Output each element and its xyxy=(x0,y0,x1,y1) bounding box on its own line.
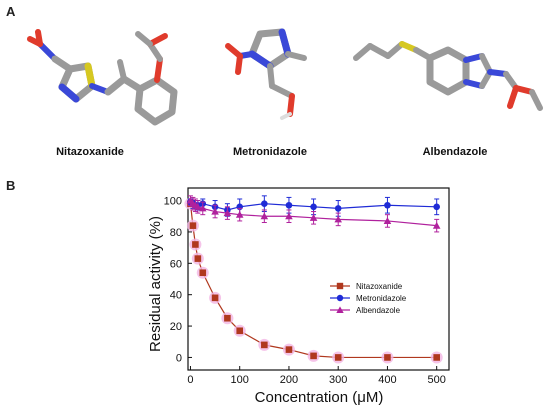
data-point-albendazole xyxy=(235,210,244,218)
data-point-nitazoxanide xyxy=(224,314,231,322)
data-point-albendazole xyxy=(309,214,318,221)
data-point-nitazoxanide xyxy=(194,255,202,262)
data-point-nitazoxanide xyxy=(384,354,391,361)
data-point-metronidazole xyxy=(433,203,440,211)
panel-b-label: B xyxy=(6,178,16,193)
data-point-nitazoxanide xyxy=(310,352,317,360)
data-point-albendazole xyxy=(285,212,293,220)
data-point-albendazole xyxy=(194,203,202,210)
plot-border xyxy=(187,187,450,371)
x-tick-label: 100 xyxy=(231,374,249,386)
data-point-albendazole xyxy=(198,204,207,212)
y-axis-ticks: 0 20 40 60 80 100 xyxy=(164,196,192,364)
metronidazole-structure xyxy=(225,28,307,120)
y-tick-label: 80 xyxy=(170,227,182,239)
data-point-nitazoxanide xyxy=(236,327,244,335)
x-tick-label: 0 xyxy=(187,374,193,386)
data-point-metronidazole xyxy=(285,201,293,209)
data-point-albendazole xyxy=(432,221,441,229)
x-tick-label: 300 xyxy=(329,374,347,386)
data-point-albendazole xyxy=(260,212,269,220)
y-tick-label: 40 xyxy=(170,290,182,302)
data-point-metronidazole xyxy=(334,205,342,212)
y-tick-label: 0 xyxy=(176,352,182,364)
y-axis-title: Residual activity (%) xyxy=(147,216,164,352)
series-layer xyxy=(184,195,443,364)
data-point-metronidazole xyxy=(384,201,391,209)
data-point-nitazoxanide xyxy=(211,294,219,302)
data-point-albendazole xyxy=(336,306,344,313)
molecule-name-nitazoxanide: Nitazoxanide xyxy=(56,146,124,158)
y-tick-label: 100 xyxy=(164,196,182,208)
legend-label-metronidazole: Metronidazole xyxy=(356,294,407,303)
legend-label-nitazoxanide: Nitazoxanide xyxy=(356,282,403,291)
molecule-name-albendazole: Albendazole xyxy=(422,146,488,158)
data-point-metronidazole xyxy=(310,203,317,211)
y-tick-label: 20 xyxy=(170,321,182,333)
x-axis-title: Concentration (μM) xyxy=(255,389,384,406)
data-point-nitazoxanide xyxy=(261,341,268,349)
series-line-nitazoxanide xyxy=(189,203,437,359)
data-point-albendazole xyxy=(211,207,219,215)
plot-frame xyxy=(187,187,450,371)
x-tick-label: 500 xyxy=(428,374,446,386)
data-point-nitazoxanide xyxy=(199,269,207,277)
residual-activity-chart: 0 100 200 300 400 500 0 20 40 60 80 100 Concentrat… xyxy=(147,187,450,406)
data-point-nitazoxanide xyxy=(433,354,440,361)
x-axis-ticks: 0 100 200 300 400 500 xyxy=(187,366,446,386)
data-point-nitazoxanide xyxy=(189,222,197,229)
data-point-nitazoxanide xyxy=(334,354,342,361)
albendazole-structure xyxy=(353,41,543,111)
data-point-nitazoxanide xyxy=(192,241,199,248)
molecule-name-metronidazole: Metronidazole xyxy=(233,146,307,158)
series-albendazole xyxy=(186,195,441,233)
panel-a-label: A xyxy=(6,4,16,19)
data-point-nitazoxanide xyxy=(336,282,344,290)
data-point-albendazole xyxy=(383,217,392,224)
x-tick-label: 200 xyxy=(280,374,298,386)
nitazoxanide-structure xyxy=(27,29,178,126)
data-point-metronidazole xyxy=(336,294,344,302)
x-tick-label: 400 xyxy=(378,374,396,386)
y-tick-label: 60 xyxy=(170,258,182,270)
legend-label-albendazole: Albendazole xyxy=(356,306,401,315)
data-point-albendazole xyxy=(223,209,232,217)
data-point-metronidazole xyxy=(261,200,268,207)
data-point-nitazoxanide xyxy=(285,346,293,353)
data-point-albendazole xyxy=(334,215,342,223)
